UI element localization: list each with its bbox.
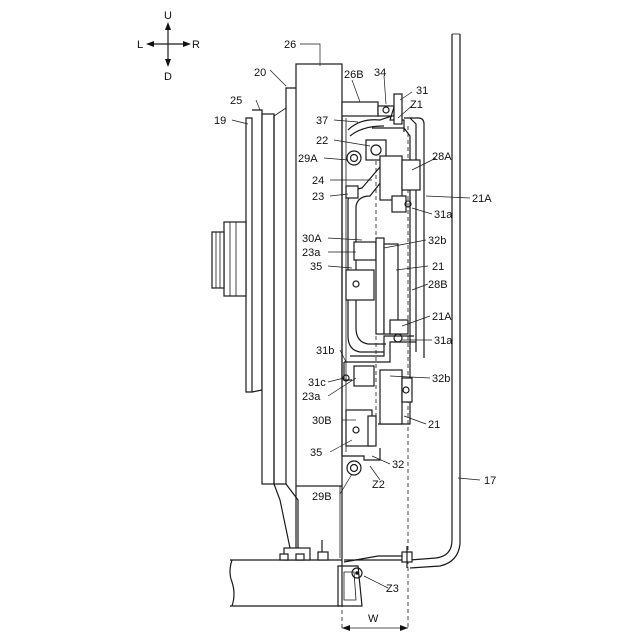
label-29B: 29B [312, 491, 332, 503]
compass-right-label: R [192, 39, 200, 51]
unit-19-25 [212, 110, 274, 484]
reference-labels: 26 20 25 19 26B 34 31 Z1 37 22 29A 28A 2… [214, 39, 496, 625]
label-26: 26 [284, 39, 296, 51]
label-32b-lower: 32b [432, 373, 450, 385]
label-25: 25 [230, 95, 242, 107]
label-20: 20 [254, 67, 266, 79]
label-31b: 31b [316, 345, 334, 357]
label-31c: 31c [308, 377, 326, 389]
label-24: 24 [312, 175, 324, 187]
compass-down-label: D [164, 71, 172, 83]
label-32: 32 [392, 459, 404, 471]
guide-rails-21 [376, 156, 420, 424]
label-21A-upper: 21A [472, 193, 492, 205]
label-W: W [368, 613, 379, 625]
label-23a-lower: 23a [302, 391, 321, 403]
dimension-w [342, 625, 408, 631]
panel-17 [410, 34, 460, 568]
label-19: 19 [214, 115, 226, 127]
label-21A-middle: 21A [432, 311, 452, 323]
label-22: 22 [316, 135, 328, 147]
label-37: 37 [316, 115, 328, 127]
direction-indicator: U D L R [137, 10, 200, 83]
latch-37 [348, 116, 392, 160]
label-31: 31 [416, 85, 428, 97]
label-30B: 30B [312, 415, 332, 427]
compass-left-label: L [137, 39, 143, 51]
label-32b-upper: 32b [428, 235, 446, 247]
label-Z3: Z3 [386, 583, 399, 595]
slider-blocks [346, 186, 376, 446]
label-35-lower: 35 [310, 447, 322, 459]
label-Z2: Z2 [372, 479, 385, 491]
label-34: 34 [374, 67, 386, 79]
housing-20 [274, 88, 298, 548]
label-23a-upper: 23a [302, 247, 321, 259]
compass-up-label: U [164, 10, 172, 22]
label-23: 23 [312, 191, 324, 203]
label-31a-upper: 31a [434, 209, 453, 221]
label-21-upper: 21 [432, 261, 444, 273]
label-17: 17 [484, 475, 496, 487]
label-35-upper: 35 [310, 261, 322, 273]
top-block-26B [342, 102, 394, 116]
label-31a-middle: 31a [434, 335, 453, 347]
label-26B: 26B [344, 69, 364, 81]
label-21-lower: 21 [428, 419, 440, 431]
label-30A: 30A [302, 233, 322, 245]
label-28A: 28A [432, 151, 452, 163]
label-28B: 28B [428, 279, 448, 291]
label-29A: 29A [298, 153, 318, 165]
label-Z1: Z1 [410, 99, 423, 111]
bottom-bolt [344, 546, 412, 568]
